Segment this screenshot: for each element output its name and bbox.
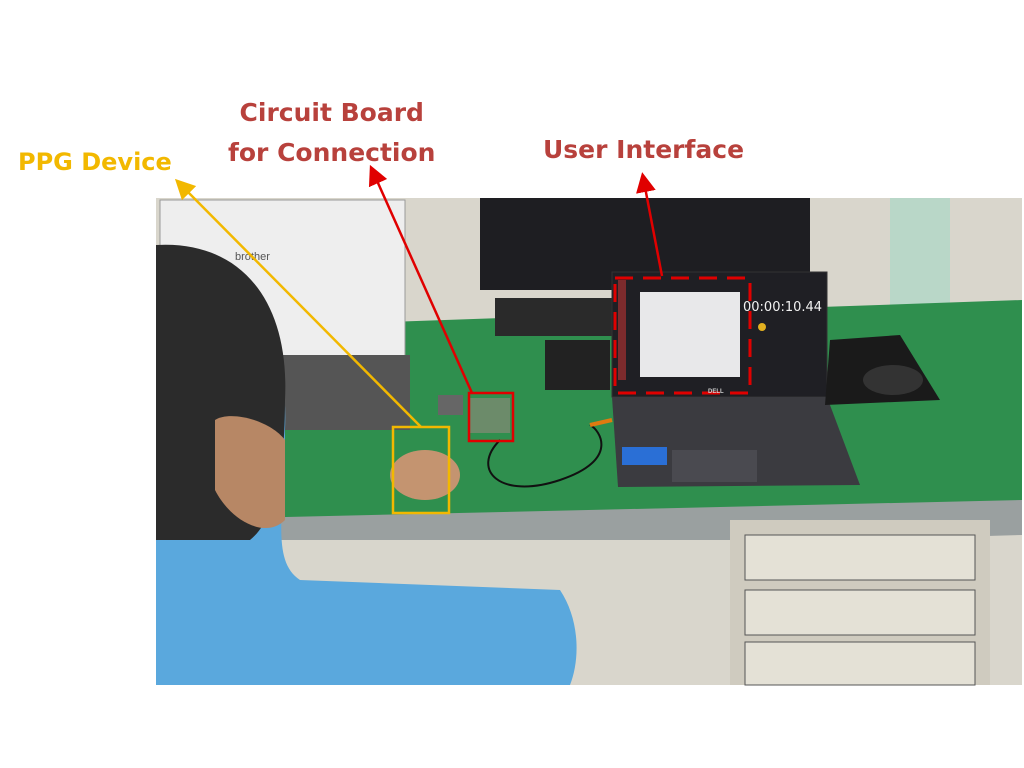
laptop-sticker xyxy=(622,447,667,465)
mouse xyxy=(863,365,923,395)
person-hand xyxy=(390,450,460,500)
desktop-icons xyxy=(618,280,626,380)
pc-box xyxy=(545,340,610,390)
touchpad xyxy=(672,450,757,482)
circuit-board-box xyxy=(467,391,515,443)
record-button-icon xyxy=(758,323,766,331)
user-interface-label: User Interface xyxy=(543,135,745,164)
circuit-board-arrow xyxy=(368,164,474,394)
drawer xyxy=(744,641,976,686)
laptop-brand-logo: DELL xyxy=(708,389,724,395)
ppg-arrow xyxy=(174,178,422,428)
circuit-board-label-line2: for Connection xyxy=(228,138,436,167)
circuit-board-label: Circuit Board for Connection xyxy=(228,93,435,173)
usb-connector xyxy=(589,418,613,427)
screen-timer: 00:00:10.44 xyxy=(743,300,823,315)
circuit-board-label-line1: Circuit Board xyxy=(239,98,424,127)
cable xyxy=(487,424,603,488)
app-window xyxy=(640,292,740,377)
drawer xyxy=(744,534,976,581)
drawer xyxy=(744,589,976,636)
keyboard xyxy=(495,298,625,336)
circuit-board xyxy=(470,398,510,433)
sensor-module xyxy=(438,395,463,415)
user-interface-box xyxy=(613,276,752,395)
ppg-device-label: PPG Device xyxy=(18,148,172,176)
person-face xyxy=(215,416,285,529)
user-interface-arrow xyxy=(636,172,664,277)
